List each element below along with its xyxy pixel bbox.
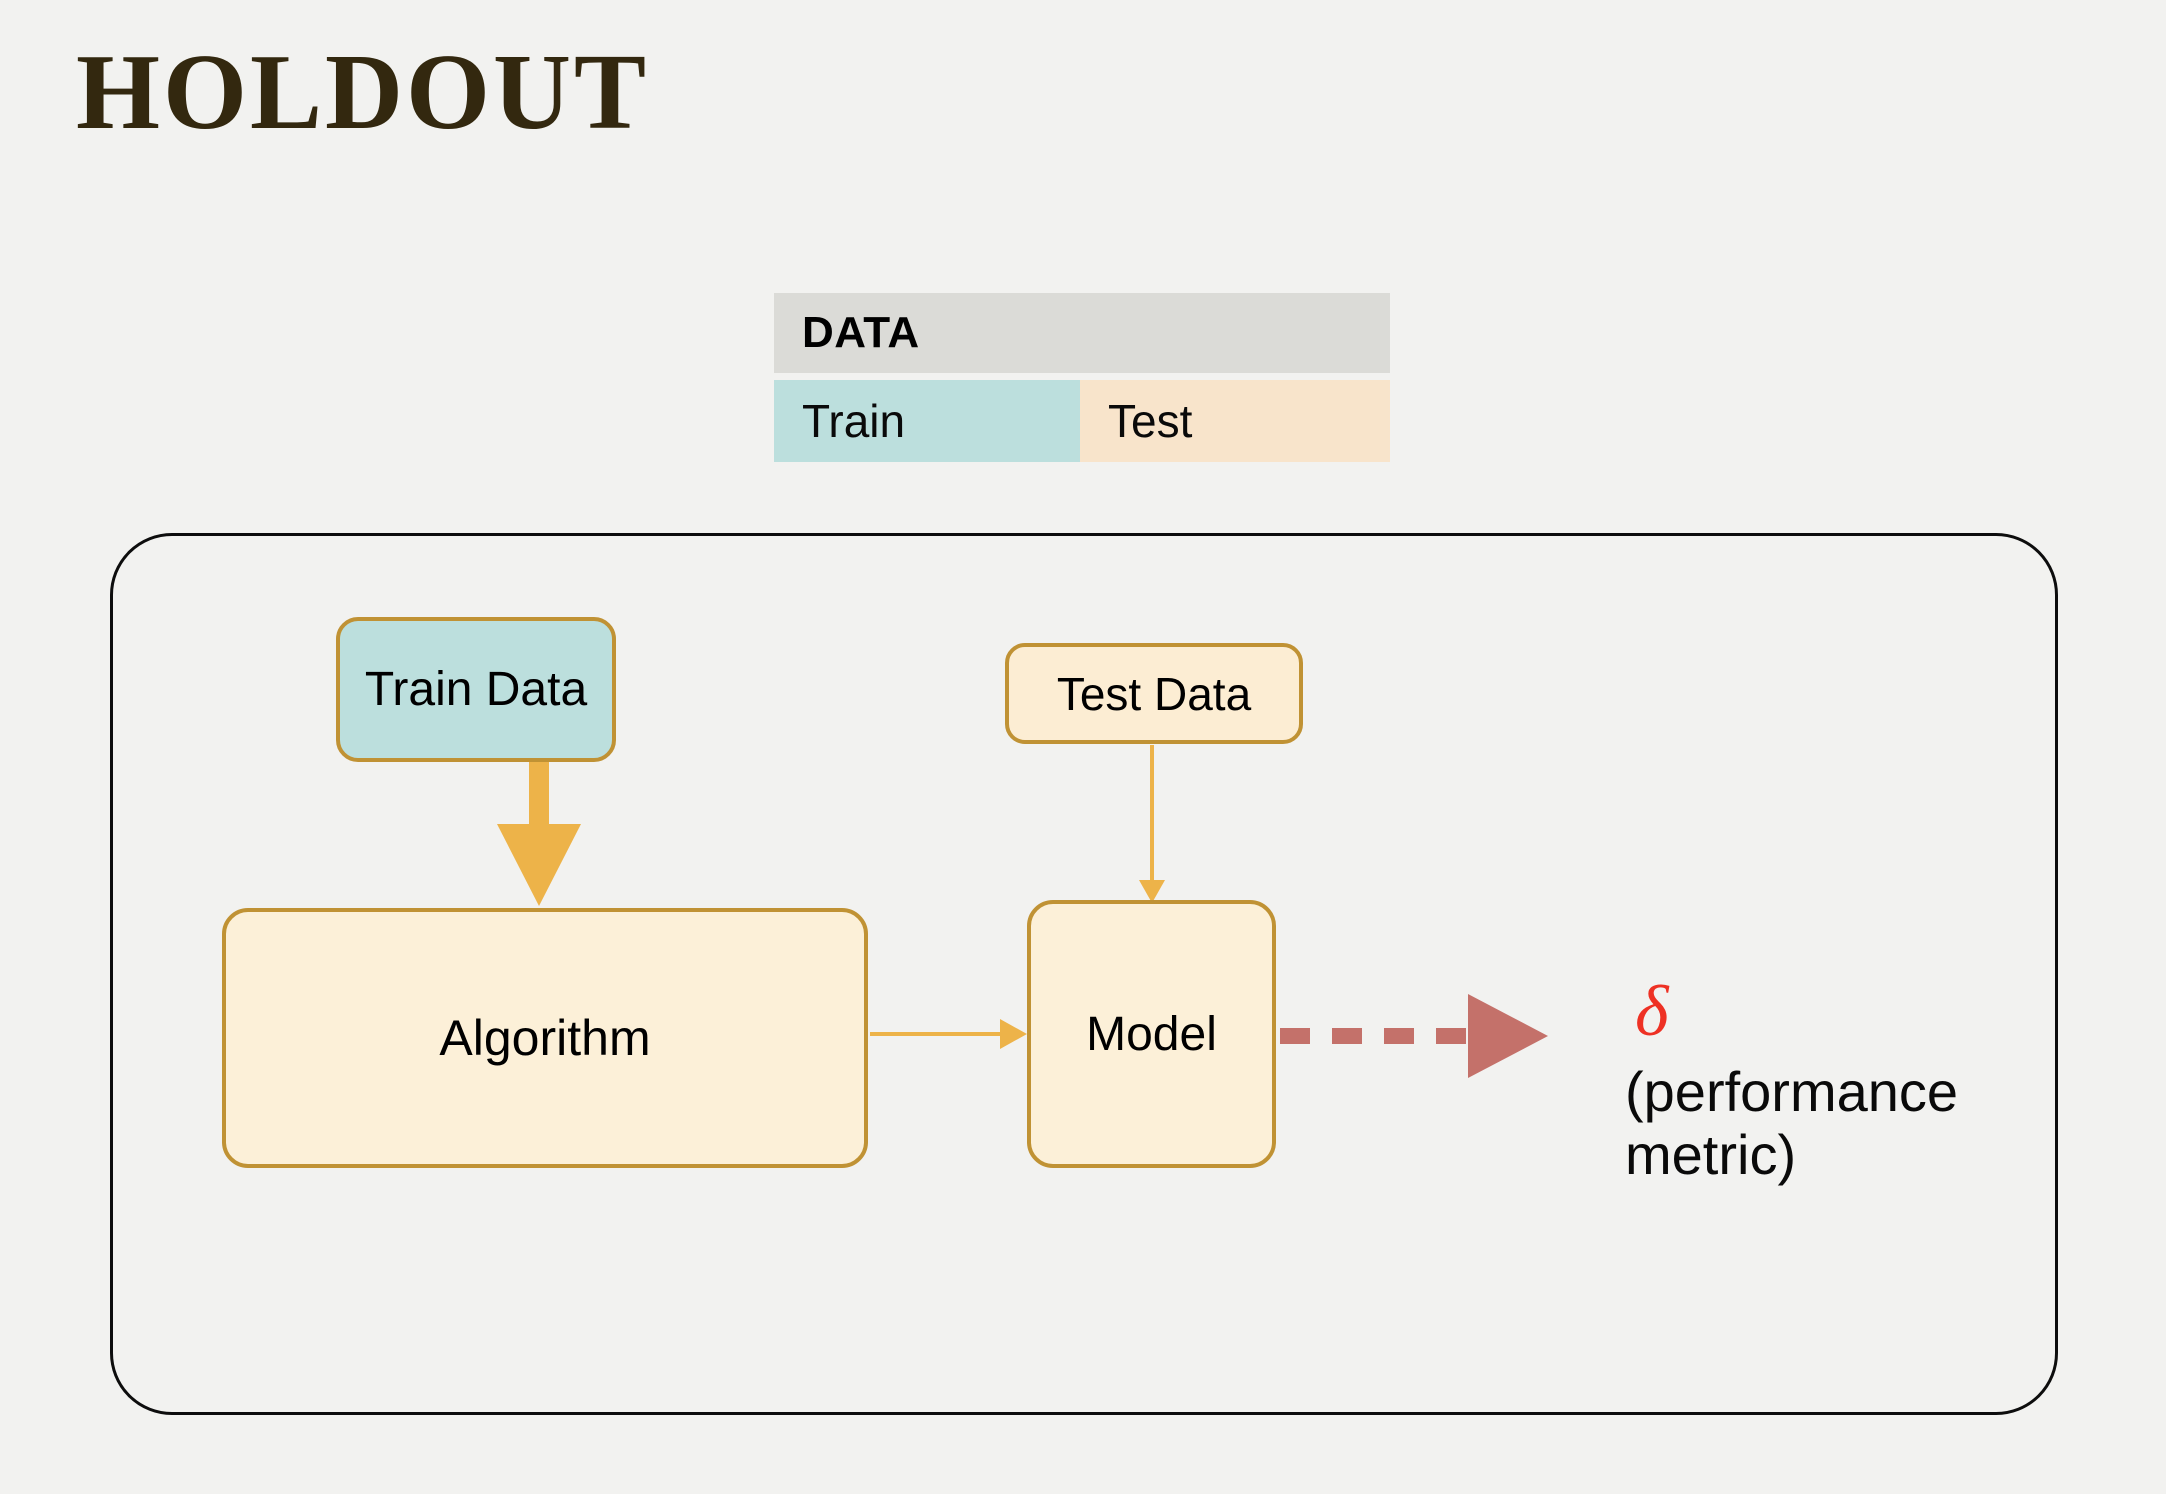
metric-annotation: δ (performance metric) [1625,975,2095,1186]
metric-caption-line2: metric) [1625,1122,1797,1186]
metric-caption: (performance metric) [1625,1060,2095,1186]
node-model[interactable]: Model [1027,900,1276,1168]
node-train-data-label: Train Data [364,663,588,716]
node-train-data[interactable]: Train Data [336,617,616,762]
data-cell-test-label: Test [1108,395,1193,447]
metric-caption-line1: (performance [1625,1060,1959,1123]
pipeline-container [110,533,2058,1415]
node-model-label: Model [1086,1007,1217,1061]
data-cell-test: Test [1080,380,1390,462]
data-table-split-row: Train Test [774,380,1390,462]
data-split-table: DATA Train Test [774,293,1390,462]
data-cell-train-label: Train [802,395,906,447]
data-table-header-label: DATA [802,308,920,357]
data-table-header-row: DATA [774,293,1390,373]
data-cell-train: Train [774,380,1080,462]
node-algorithm-label: Algorithm [439,1010,651,1066]
node-algorithm[interactable]: Algorithm [222,908,868,1168]
node-test-data[interactable]: Test Data [1005,643,1303,744]
metric-delta-symbol: δ [1635,971,1669,1051]
node-test-data-label: Test Data [1056,667,1252,720]
page-title: HOLDOUT [76,33,650,152]
